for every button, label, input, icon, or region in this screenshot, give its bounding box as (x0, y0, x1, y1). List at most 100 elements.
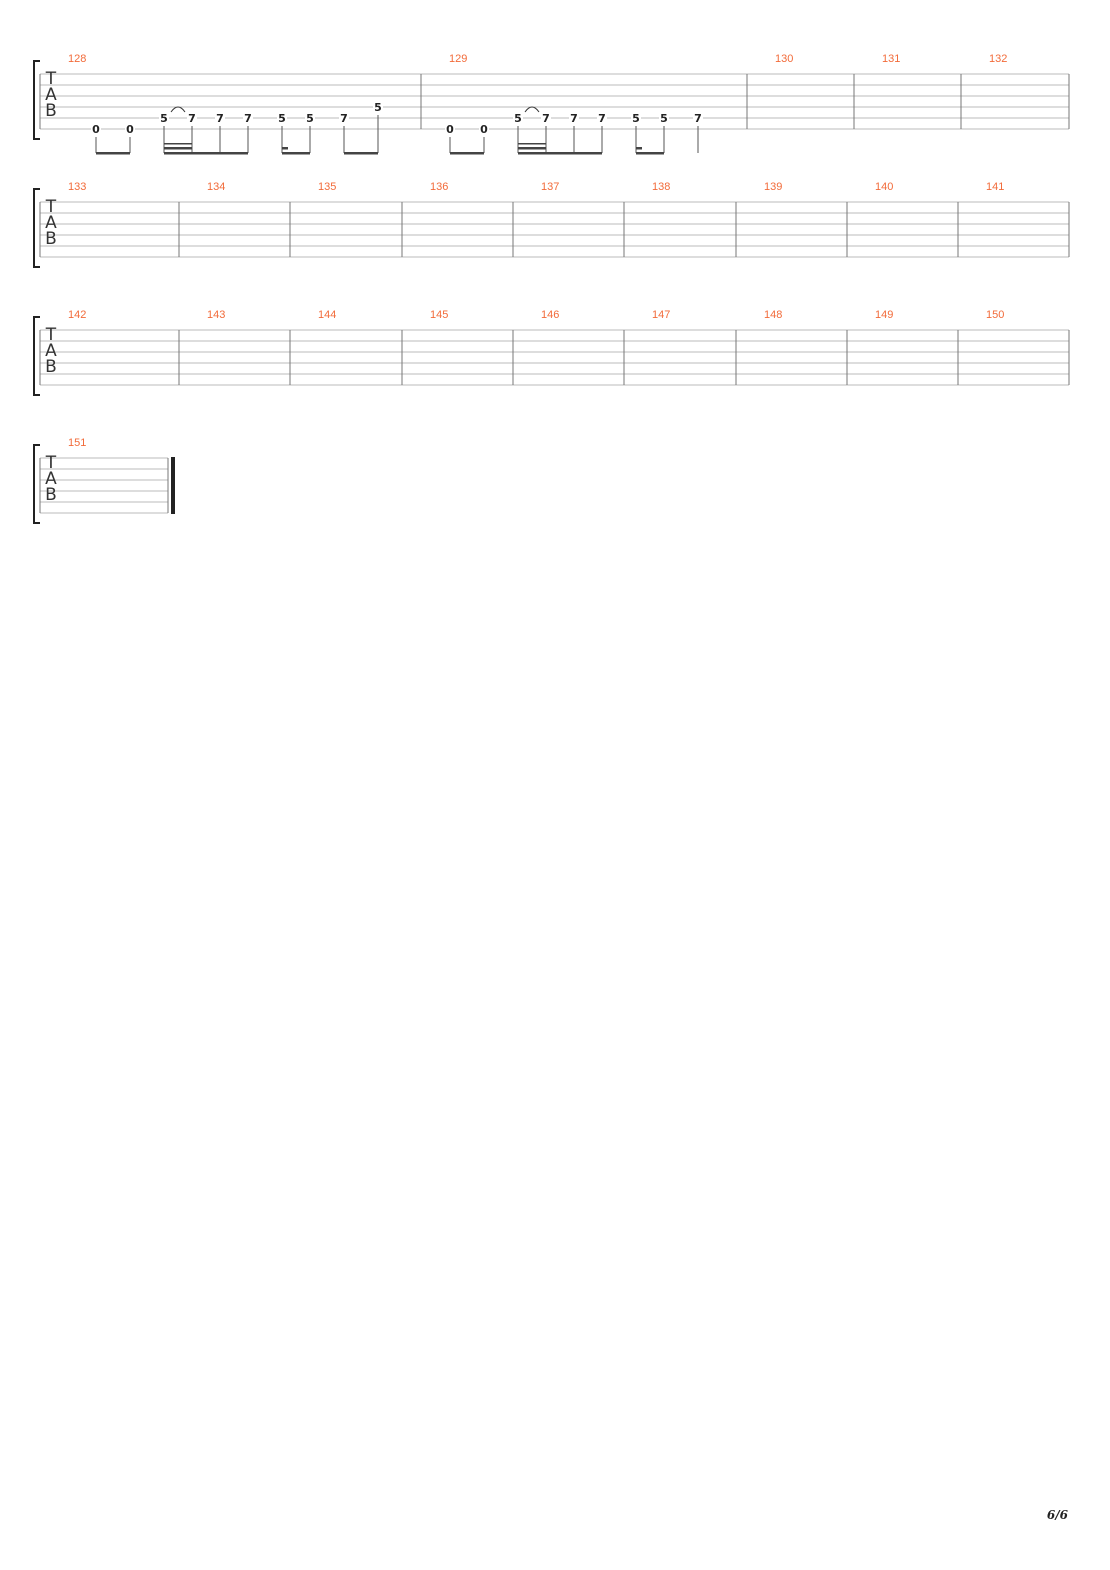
measure-number-140: 140 (875, 181, 893, 193)
fret-background (125, 122, 135, 135)
fret-background (513, 111, 523, 124)
fret-background (305, 111, 315, 124)
fret-number: 7 (570, 112, 578, 125)
fret-background (659, 111, 669, 124)
fret-number: 5 (632, 112, 640, 125)
tab-system-2: TAB 133 134 135 136 137 138 139 140 141 (33, 181, 1070, 268)
measure-number-136: 136 (430, 181, 448, 193)
tab-clef-letter: A (45, 85, 57, 105)
fret-number: 7 (542, 112, 550, 125)
note-beam (164, 152, 248, 155)
fret-background (215, 111, 225, 124)
tie-arc (524, 106, 540, 113)
fret-number: 0 (92, 123, 100, 136)
measure-number-138: 138 (652, 181, 670, 193)
measure-number-130: 130 (775, 53, 793, 65)
tab-clef-letter: B (45, 357, 57, 377)
measure-number-131: 131 (882, 53, 900, 65)
measure-number-129: 129 (449, 53, 467, 65)
system-bracket (33, 188, 40, 268)
final-barline-thick (171, 457, 175, 514)
fret-background (693, 111, 703, 124)
system-bracket (33, 316, 40, 396)
fret-background (569, 111, 579, 124)
fret-background (91, 122, 101, 135)
fret-number: 7 (340, 112, 348, 125)
fret-number: 5 (160, 112, 168, 125)
measure-number-143: 143 (207, 309, 225, 321)
fret-background (541, 111, 551, 124)
fret-number: 5 (278, 112, 286, 125)
tab-clef-letter: B (45, 485, 57, 505)
note-beam-partial (636, 147, 642, 150)
fret-number: 7 (216, 112, 224, 125)
note-beam (344, 152, 378, 155)
measure-number-132: 132 (989, 53, 1007, 65)
system-bracket (33, 60, 40, 140)
measure-number-134: 134 (207, 181, 225, 193)
measure-number-128: 128 (68, 53, 86, 65)
measure-number-144: 144 (318, 309, 336, 321)
measure-number-135: 135 (318, 181, 336, 193)
measure-number-137: 137 (541, 181, 559, 193)
fret-number: 5 (374, 101, 382, 114)
fret-number: 7 (694, 112, 702, 125)
fret-background (277, 111, 287, 124)
tab-clef-letter: T (45, 197, 57, 217)
tab-clef-letter: T (45, 453, 57, 473)
measure-number-151: 151 (68, 437, 86, 449)
fret-background (339, 111, 349, 124)
fret-background (631, 111, 641, 124)
measure-number-139: 139 (764, 181, 782, 193)
fret-background (159, 111, 169, 124)
note-beam (636, 152, 664, 155)
fret-number: 7 (188, 112, 196, 125)
note-beam (96, 152, 130, 155)
tab-clef-letter: T (45, 325, 57, 345)
tie-arc (170, 106, 186, 113)
measure-number-146: 146 (541, 309, 559, 321)
measure-number-142: 142 (68, 309, 86, 321)
fret-background (597, 111, 607, 124)
note-beam (450, 152, 484, 155)
fret-background (479, 122, 489, 135)
note-beam (518, 143, 546, 145)
page-number: 6/6 (1046, 1508, 1068, 1522)
measure-number-145: 145 (430, 309, 448, 321)
note-beam-partial (282, 147, 288, 150)
tab-system-4: TAB 151 (33, 437, 175, 524)
fret-number: 7 (598, 112, 606, 125)
measure-number-133: 133 (68, 181, 86, 193)
system-bracket (33, 444, 40, 524)
tab-system-1: TAB 128 0 0 5 7 7 7 5 5 7 5 129 0 0 5 7 7 7 5 5 7 130 131 132 (33, 53, 1070, 155)
measure-number-147: 147 (652, 309, 670, 321)
fret-number: 0 (480, 123, 488, 136)
measure-number-148: 148 (764, 309, 782, 321)
tab-system-3: TAB 142 143 144 145 146 147 148 149 150 (33, 309, 1070, 396)
note-beam (282, 152, 310, 155)
note-beam (518, 152, 602, 155)
measure-number-150: 150 (986, 309, 1004, 321)
fret-background (187, 111, 197, 124)
fret-number: 0 (446, 123, 454, 136)
tab-clef-letter: B (45, 229, 57, 249)
fret-background (373, 100, 383, 113)
tab-clef-letter: A (45, 213, 57, 233)
tab-clef-letter: A (45, 469, 57, 489)
fret-background (445, 122, 455, 135)
tab-clef-letter: A (45, 341, 57, 361)
fret-number: 0 (126, 123, 134, 136)
note-beam (164, 147, 192, 150)
note-beam (518, 147, 546, 150)
fret-number: 5 (660, 112, 668, 125)
fret-background (243, 111, 253, 124)
tab-clef-letter: B (45, 101, 57, 121)
fret-number: 7 (244, 112, 252, 125)
fret-number: 5 (514, 112, 522, 125)
measure-number-141: 141 (986, 181, 1004, 193)
measure-number-149: 149 (875, 309, 893, 321)
fret-number: 5 (306, 112, 314, 125)
tab-clef-letter: T (45, 69, 57, 89)
note-beam (164, 143, 192, 145)
